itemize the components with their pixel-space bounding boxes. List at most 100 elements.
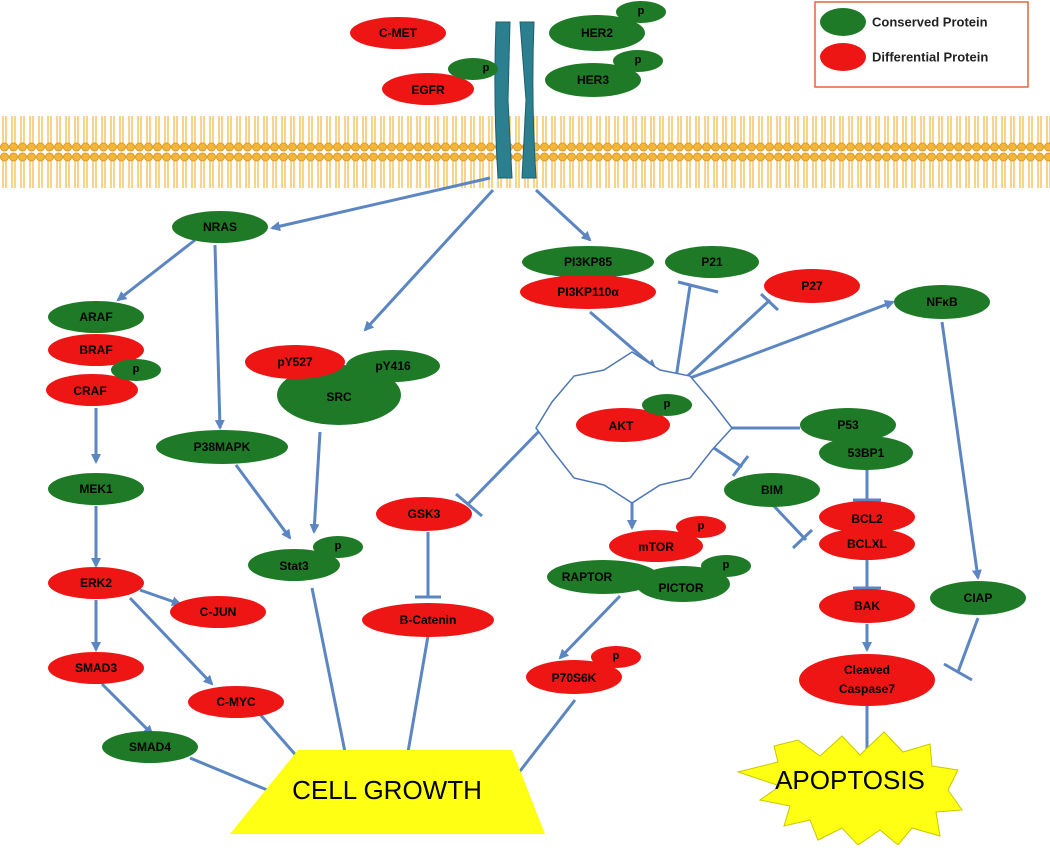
node-nfkb <box>894 285 990 319</box>
edge-src-stat3 <box>309 431 322 534</box>
edge-stat3-growth <box>310 587 347 753</box>
edge-bim-bcl2 <box>770 502 808 542</box>
node-raptor-label: RAPTOR <box>562 570 613 584</box>
node-ciap <box>930 581 1026 615</box>
node-py416 <box>346 350 440 382</box>
node-akt-phospho <box>642 394 692 416</box>
node-stat3 <box>248 549 340 581</box>
node-bak-label: BAK <box>854 599 880 613</box>
node-src-label: SRC <box>326 390 352 404</box>
edge-receptor-src <box>363 188 495 332</box>
edge-akt-p27 <box>678 298 772 385</box>
node-cmet <box>350 17 446 49</box>
node-raptor <box>547 560 659 594</box>
legend-conserved-label: Conserved Protein <box>872 15 988 30</box>
node-ciap-label: CIAP <box>964 591 993 605</box>
node-craf-phospho <box>111 359 161 381</box>
node-gsk3 <box>376 497 472 531</box>
edge-p38-stat3 <box>234 464 292 540</box>
node-bcatenin-label: B-Catenin <box>400 613 457 627</box>
node-braf-label: BRAF <box>79 343 112 357</box>
node-araf-label: ARAF <box>79 310 112 324</box>
node-stat3-phospho-label: p <box>335 540 342 552</box>
legend-conserved-swatch <box>820 8 866 36</box>
node-bcl2 <box>819 501 915 533</box>
outcomes: CELL GROWTH APOPTOSIS <box>230 731 963 846</box>
legend: Conserved Protein Differential Protein <box>814 1 1029 88</box>
node-p53 <box>800 408 896 442</box>
node-p70s6k <box>526 660 622 694</box>
node-p21 <box>665 246 759 278</box>
node-akt-label: AKT <box>609 419 634 433</box>
inhibit-bar-gsk3 <box>455 492 483 518</box>
node-egfr-phospho-label: p <box>483 62 490 74</box>
node-her3-phospho <box>613 50 663 72</box>
node-mek1-label: MEK1 <box>79 482 113 496</box>
node-bclxl-label: BCLXL <box>847 537 887 551</box>
node-p70s6k-label: P70S6K <box>552 671 597 685</box>
node-bclxl <box>819 528 915 560</box>
node-egfr-label: EGFR <box>411 83 445 97</box>
membrane-receptor <box>494 21 537 179</box>
node-braf <box>48 334 144 366</box>
edge-ciap-caspase <box>956 617 980 673</box>
node-bim-label: BIM <box>761 483 783 497</box>
inhibit-bar-p21 <box>677 280 719 294</box>
node-akt-phospho-label: p <box>664 398 671 410</box>
node-nfkb-label: NFκB <box>926 295 958 309</box>
node-p70s6k-phospho <box>591 646 641 668</box>
edge-erk2-cjun <box>139 588 182 607</box>
node-mtor-phospho <box>676 516 726 538</box>
node-gsk3-label: GSK3 <box>408 507 441 521</box>
node-akt <box>576 408 670 442</box>
edge-akt-gsk3 <box>466 422 548 506</box>
cell-growth-label: CELL GROWTH <box>292 775 482 805</box>
node-bcatenin <box>362 603 494 637</box>
node-her2-phospho <box>616 1 666 23</box>
node-araf <box>48 301 144 333</box>
node-cjun <box>170 596 266 628</box>
node-caspase7-label-line2: Caspase7 <box>839 682 895 696</box>
node-p70s6k-phospho-label: p <box>613 650 620 662</box>
node-pictor-phospho <box>701 555 751 577</box>
edge-cmyc-growth <box>256 711 302 761</box>
node-pi3kp85-label: PI3KP85 <box>564 255 612 269</box>
node-mtor-label: mTOR <box>638 540 674 554</box>
edge-nras-raf <box>116 238 196 302</box>
node-cmyc <box>188 686 284 718</box>
protein-nodes: C-MET HER2 p HER3 p EGFR p NRAS ARAF BRA… <box>46 1 1026 763</box>
node-pi3kp85 <box>522 246 654 278</box>
node-pictor-phospho-label: p <box>723 559 730 571</box>
node-cmyc-label: C-MYC <box>216 695 256 709</box>
node-pictor <box>636 566 730 602</box>
inhibit-bar-bim <box>731 455 750 477</box>
node-pi3kp110-label: PI3KP110α <box>557 285 619 299</box>
edge-akt-nfkb <box>689 300 895 380</box>
node-p27-label: P27 <box>801 279 823 293</box>
node-src <box>277 365 401 425</box>
edge-nras-p38 <box>213 244 225 430</box>
node-nras-label: NRAS <box>203 220 237 234</box>
node-her3-phospho-label: p <box>635 54 642 66</box>
node-p21-label: P21 <box>701 255 723 269</box>
inhibit-bar-p27 <box>759 292 780 312</box>
node-her3-label: HER3 <box>577 73 609 87</box>
edge-smad4-growth <box>189 756 273 794</box>
edge-raptor-p70s6k <box>558 594 622 660</box>
node-nras <box>172 211 268 243</box>
node-her2 <box>549 15 645 51</box>
pathway-edges <box>91 176 982 794</box>
node-py416-label: pY416 <box>375 359 411 373</box>
inhibit-bar-bcl2-bim <box>791 528 814 550</box>
node-p27 <box>764 269 860 303</box>
node-her2-label: HER2 <box>581 26 613 40</box>
node-erk2-label: ERK2 <box>80 576 112 590</box>
node-py527 <box>245 345 345 379</box>
node-smad3-label: SMAD3 <box>75 661 117 675</box>
node-smad4 <box>102 731 198 763</box>
node-53bp1 <box>819 436 913 470</box>
node-stat3-label: Stat3 <box>279 559 309 573</box>
node-egfr-phospho <box>448 58 498 80</box>
